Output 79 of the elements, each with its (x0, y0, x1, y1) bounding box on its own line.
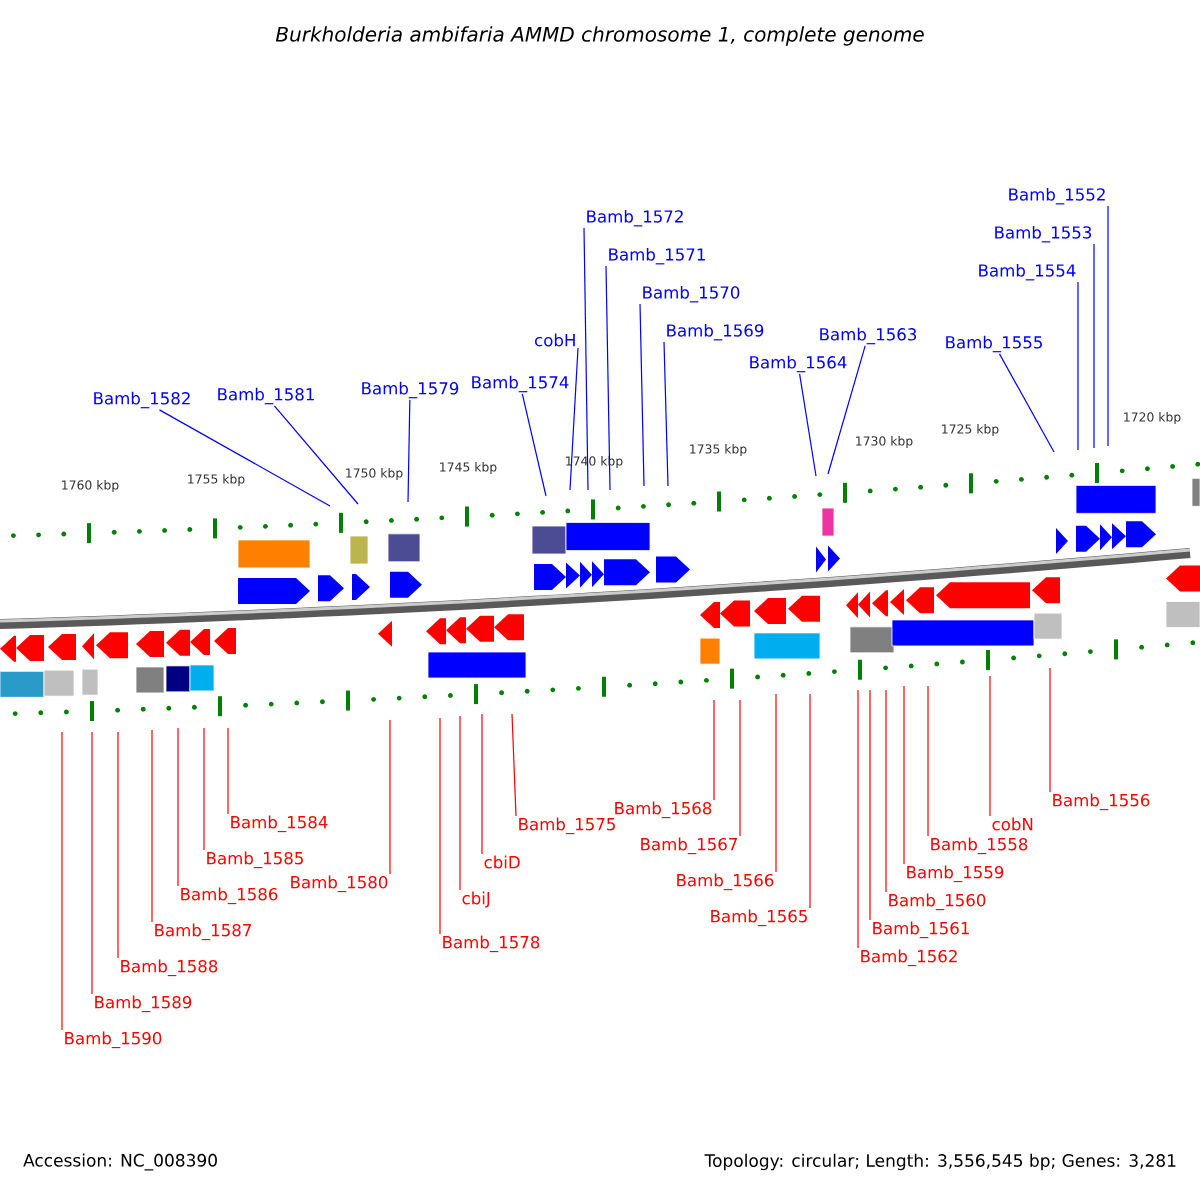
leader-line (158, 409, 331, 507)
leader-line (91, 731, 93, 995)
leader-line (273, 405, 359, 505)
leader-line (869, 689, 871, 921)
gene-label: Bamb_1570 (643, 285, 740, 303)
leader-line (775, 693, 777, 873)
footer-text: Topology: circular; Length: 3,556,545 bp; Genes: 3,281 (704, 1153, 1176, 1171)
leader-line (151, 729, 153, 923)
leader-line (1093, 243, 1095, 449)
gene-label: Bamb_1559 (907, 865, 1004, 883)
leader-line (407, 399, 411, 503)
leader-line (857, 689, 859, 949)
leader-line (927, 685, 929, 837)
leader-line (569, 347, 579, 491)
gene-label: cbiJ (462, 891, 490, 908)
gene-label: Bamb_1564 (750, 355, 847, 373)
gene-label: Bamb_1584 (231, 815, 328, 833)
leader-line (809, 693, 811, 909)
gene-label: Bamb_1567 (641, 837, 737, 855)
gene-label: Bamb_1578 (443, 935, 540, 953)
gene-label: Bamb_1561 (873, 921, 969, 939)
leader-line (117, 731, 119, 959)
leader-line (203, 727, 205, 851)
gene-label: Bamb_1582 (94, 391, 190, 409)
leader-line (511, 713, 517, 817)
gene-label: Bamb_1581 (218, 387, 314, 405)
leader-line (799, 373, 817, 477)
leader-line (389, 719, 391, 875)
leader-line (1049, 667, 1051, 793)
leader-line (885, 689, 887, 893)
title: Burkholderia ambifaria AMMD chromosome 1, complete genome (275, 26, 924, 46)
leader-line (521, 393, 547, 497)
gene-label: Bamb_1556 (1053, 793, 1150, 811)
gene-label: Bamb_1552 (1009, 187, 1105, 205)
gene-label: cobN (992, 817, 1033, 831)
gene-label: Bamb_1569 (667, 323, 764, 341)
gene-label: Bamb_1587 (155, 923, 251, 941)
leader-line (903, 685, 905, 865)
gene-label: Bamb_1560 (889, 893, 986, 911)
leader-line (739, 699, 741, 837)
leader-line (583, 227, 589, 491)
gene-label: Bamb_1575 (519, 817, 615, 835)
gene-label: Bamb_1572 (587, 209, 683, 227)
leader-line (989, 675, 991, 817)
leader-line (663, 341, 669, 487)
leader-line (998, 353, 1055, 453)
leader-line (639, 303, 645, 487)
gene-label: Bamb_1574 (472, 375, 569, 393)
gene-label: Bamb_1558 (931, 837, 1028, 855)
leader-line (481, 713, 483, 855)
leader-line (1077, 281, 1079, 451)
gene-label: Bamb_1579 (362, 381, 459, 399)
gene-label: Bamb_1568 (615, 801, 712, 819)
gene-label: Bamb_1588 (121, 959, 218, 977)
gene-label: Bamb_1585 (207, 851, 303, 869)
leader-line (827, 345, 866, 475)
footer-text: Accession: NC_008390 (23, 1153, 217, 1171)
gene-label: Bamb_1580 (291, 875, 388, 893)
gene-label: Bamb_1590 (65, 1031, 162, 1049)
gene-label: Bamb_1554 (979, 263, 1076, 281)
gene-label: Bamb_1562 (861, 949, 957, 967)
gene-label: Bamb_1565 (711, 909, 807, 927)
leader-line (227, 727, 229, 815)
gene-label: Bamb_1586 (181, 887, 278, 905)
leader-line (61, 731, 63, 1031)
leader-line (713, 699, 715, 801)
gene-label: Bamb_1563 (820, 327, 917, 345)
leader-line (439, 717, 441, 935)
leader-line (605, 265, 611, 491)
gene-label: Bamb_1553 (995, 225, 1092, 243)
gene-label: Bamb_1571 (609, 247, 705, 265)
gene-label: Bamb_1555 (946, 335, 1042, 353)
gene-label: Bamb_1566 (677, 873, 774, 891)
leader-line (459, 715, 461, 891)
leader-line (177, 727, 179, 887)
gene-label: cobH (535, 333, 575, 347)
gene-label: Bamb_1589 (95, 995, 192, 1013)
leader-line (1107, 205, 1109, 447)
gene-label: cbiD (484, 855, 520, 869)
